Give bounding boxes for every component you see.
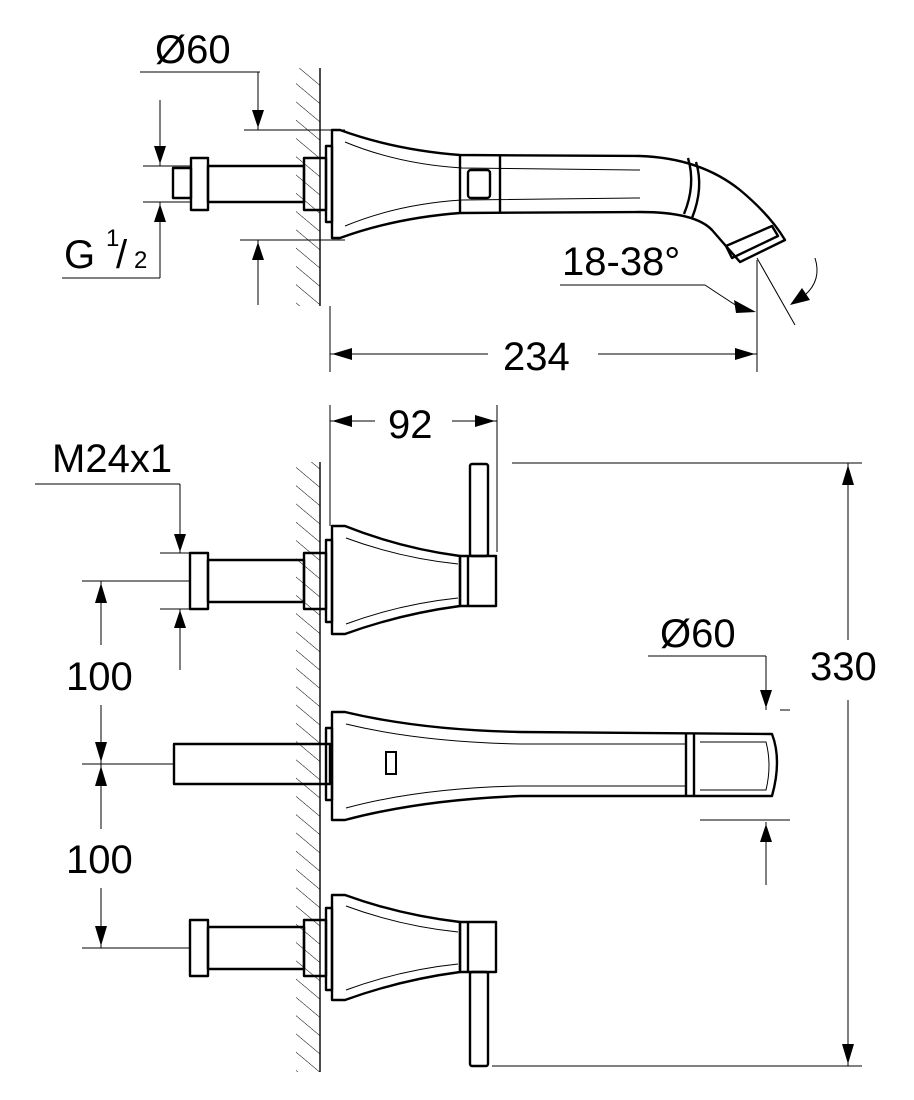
- thread-label-m24: M24x1: [52, 437, 172, 481]
- dim-spacing: 100 100: [66, 580, 190, 949]
- brand-logo: [385, 751, 397, 775]
- front-view: 92 M24x1 100 100: [35, 403, 877, 1072]
- thread-label-g: G: [64, 233, 95, 277]
- wall-front: [296, 462, 321, 1072]
- upper-valve: [188, 462, 498, 636]
- dim-length-234: 234: [329, 306, 757, 379]
- dim-angle: 18-38°: [560, 240, 818, 372]
- spacing-label-bottom: 100: [66, 838, 133, 882]
- wall-top: [296, 68, 321, 306]
- spout-body: [330, 128, 787, 264]
- diameter-label-front: Ø60: [660, 612, 736, 656]
- depth-label: 92: [388, 403, 433, 447]
- center-spout: [172, 710, 779, 822]
- dim-thread-g: G 1 / 2: [62, 100, 190, 279]
- top-view: Ø60 G 1 / 2 18-38°: [62, 28, 818, 379]
- inlet-pipe-top: [171, 144, 334, 224]
- thread-label-slash: /: [116, 233, 128, 277]
- thread-label-sub: 2: [134, 247, 147, 274]
- height-label: 330: [810, 645, 877, 689]
- length-label: 234: [503, 335, 570, 379]
- dim-diameter-top: Ø60: [140, 28, 345, 305]
- diameter-label-top: Ø60: [155, 28, 231, 72]
- lower-valve: [188, 893, 498, 1068]
- dim-diameter-front: Ø60: [648, 612, 790, 885]
- spacing-label-top: 100: [66, 655, 133, 699]
- angle-label: 18-38°: [562, 240, 680, 284]
- dim-thread-m24: M24x1: [35, 437, 190, 670]
- thread-label-sup: 1: [106, 225, 119, 252]
- dim-height-330: 330: [492, 462, 877, 1067]
- dim-depth-92: 92: [329, 403, 498, 552]
